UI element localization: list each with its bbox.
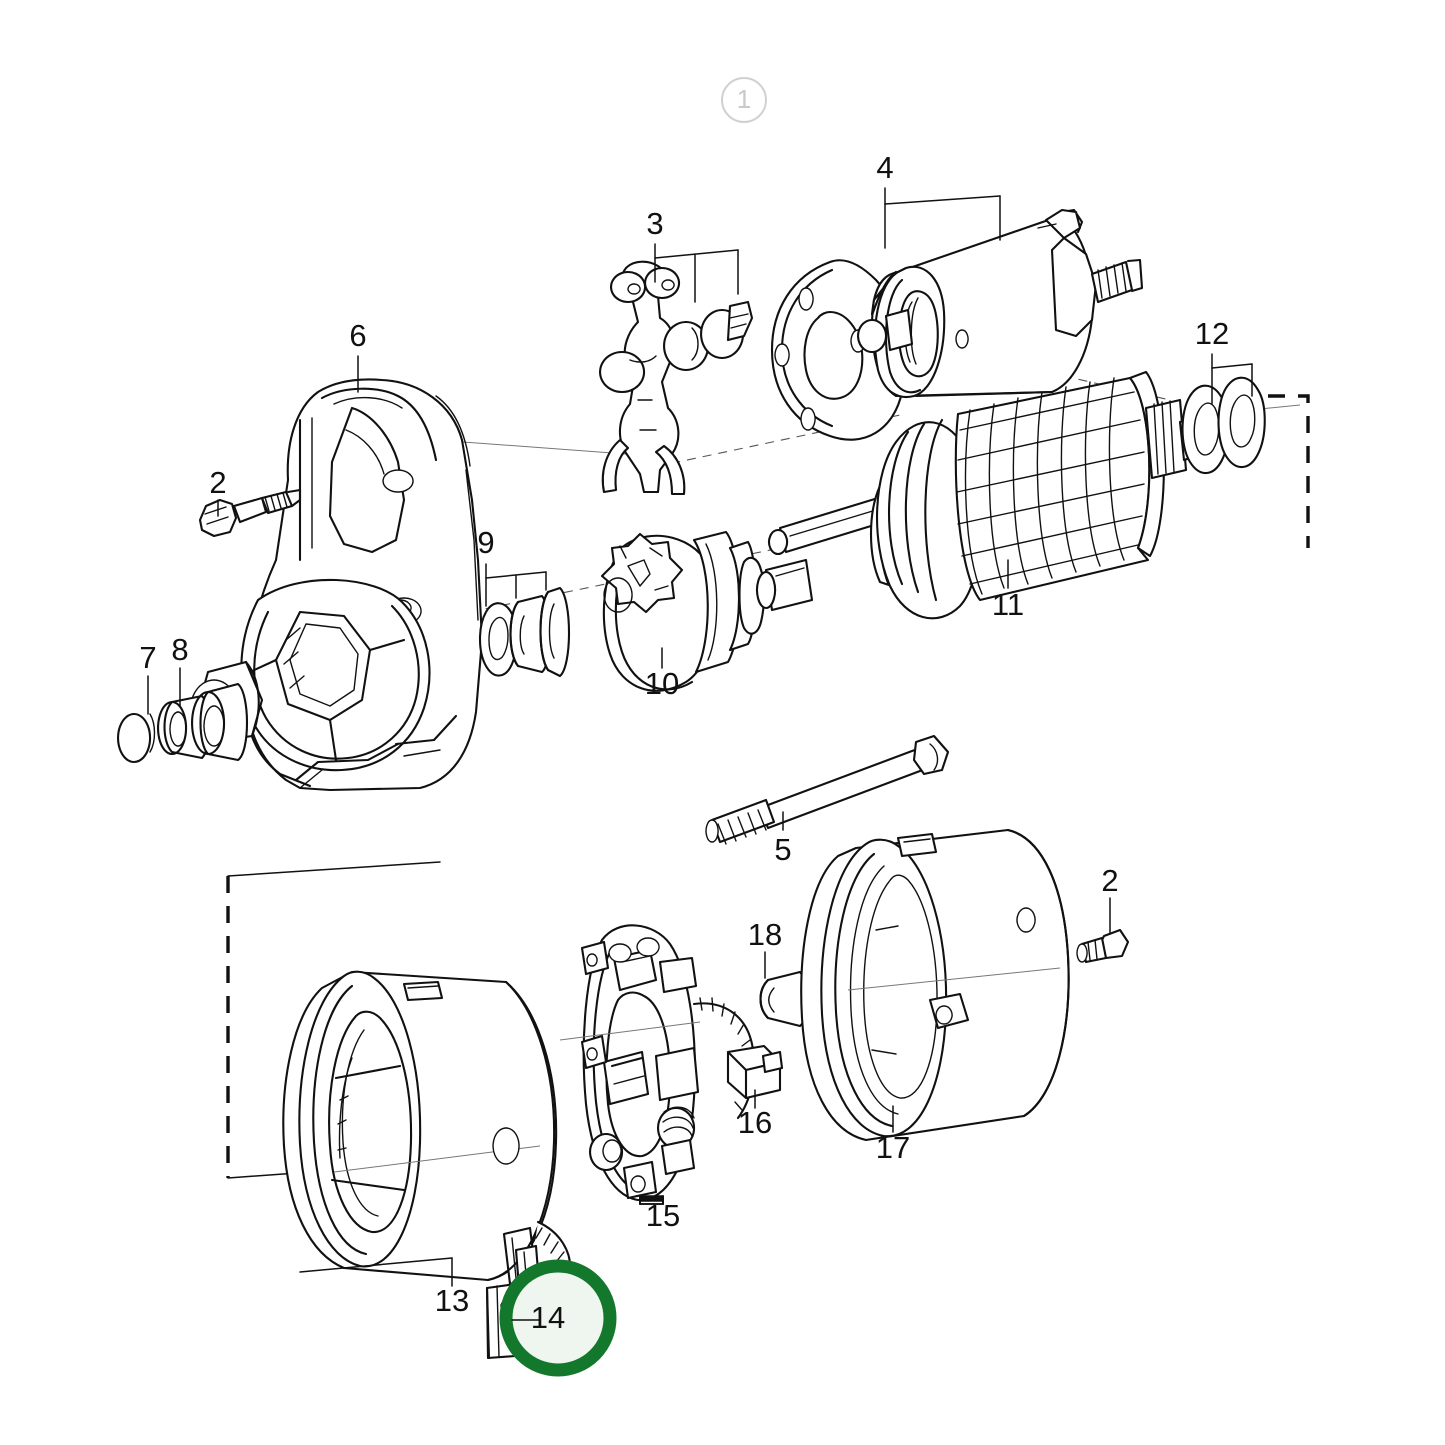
- brush-springs: [589, 1106, 696, 1172]
- callout-14-text: 14: [531, 1300, 565, 1335]
- callout-10-text: 10: [645, 666, 679, 701]
- part-2b-screw: [1076, 928, 1130, 964]
- part-8-bushing: [157, 682, 249, 762]
- callout-12-text: 12: [1195, 316, 1229, 351]
- callout-5: 5: [774, 811, 792, 867]
- callout-2a: 2: [209, 465, 227, 517]
- callout-2b: 2: [1101, 863, 1119, 935]
- part-13-field-frame: [282, 970, 572, 1302]
- part-2a-screw: [198, 488, 302, 538]
- callout-12: 12: [1195, 316, 1253, 405]
- part-5-through-bolt: [705, 734, 950, 845]
- callout-8-text: 8: [171, 632, 188, 667]
- callout-17-text: 17: [876, 1130, 910, 1165]
- part-3-shift-lever-kit: [599, 260, 754, 496]
- part-10-drive-pinion: [600, 530, 814, 692]
- callout-17: 17: [876, 1105, 910, 1165]
- part-15-brush-holder-plate: [559, 924, 756, 1202]
- callout-18: 18: [748, 917, 782, 979]
- callout-9-text: 9: [477, 525, 494, 560]
- callout-16: 16: [738, 1089, 772, 1140]
- part-4-solenoid-assembly: [770, 208, 1144, 441]
- part-18-bushing: [759, 970, 809, 1028]
- callout-16-text: 16: [738, 1105, 772, 1140]
- callout-5-text: 5: [774, 832, 791, 867]
- callout-15-text: 15: [646, 1198, 680, 1233]
- callout-3-text: 3: [646, 206, 663, 241]
- highlight-ring-part-14[interactable]: [499, 1259, 617, 1377]
- callout-7-text: 7: [139, 640, 156, 675]
- callout-18-text: 18: [748, 917, 782, 952]
- callout-10: 10: [645, 647, 679, 701]
- callout-8: 8: [171, 632, 189, 707]
- callout-13-text: 13: [435, 1283, 469, 1318]
- callout-13: 13: [299, 1257, 469, 1318]
- part-12-washer-set: [1181, 376, 1266, 475]
- callout-6: 6: [349, 318, 367, 393]
- callout-2a-text: 2: [209, 465, 226, 500]
- callout-3: 3: [646, 206, 739, 303]
- part-9-stop-collar-kit: [478, 586, 571, 678]
- callout-2b-text: 2: [1101, 863, 1118, 898]
- callout-15: 15: [639, 1194, 680, 1233]
- callout-7: 7: [139, 640, 157, 715]
- part-17-commutator-end-cover: [800, 828, 1070, 1142]
- highlight-circle[interactable]: [499, 1259, 617, 1377]
- part-11-armature: [768, 370, 1198, 620]
- callout-11-text: 11: [992, 587, 1024, 622]
- callout-9: 9: [477, 525, 547, 607]
- callout-4-text: 4: [876, 150, 893, 185]
- part-7-cap: [117, 712, 156, 763]
- callout-6-text: 6: [349, 318, 366, 353]
- figure-label-1: 1: [721, 77, 767, 123]
- part-16-brush-terminal: [726, 1044, 784, 1100]
- callout-4: 4: [876, 150, 1001, 249]
- callout-14: 14: [511, 1300, 565, 1335]
- callout-11: 11: [992, 559, 1024, 622]
- continuation-bracket-upper: [1238, 394, 1310, 548]
- figure-label-text: 1: [737, 84, 751, 114]
